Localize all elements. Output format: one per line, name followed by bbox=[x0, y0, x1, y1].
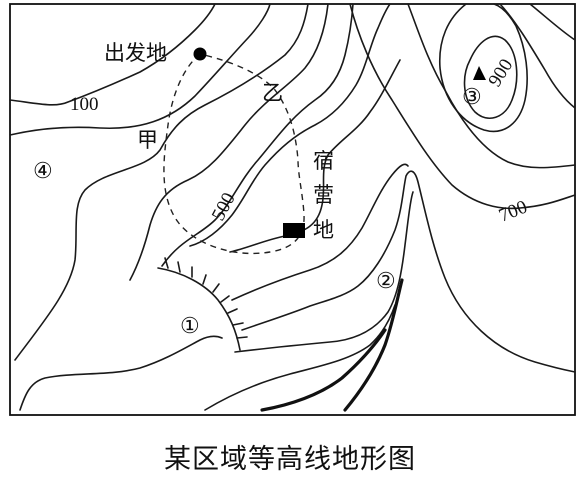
contour-g bbox=[241, 170, 576, 373]
map-frame bbox=[9, 3, 576, 416]
contour-700 bbox=[349, 3, 576, 210]
river bbox=[343, 278, 404, 412]
cliff bbox=[157, 257, 248, 351]
contour-n bbox=[529, 3, 576, 41]
marker-2: ② bbox=[376, 269, 396, 294]
contour-d bbox=[161, 3, 354, 267]
jia-label: 甲 bbox=[137, 128, 158, 152]
contour-f bbox=[231, 163, 409, 301]
contour-b bbox=[14, 3, 309, 361]
marker-3: ③ bbox=[462, 85, 482, 110]
contour-l bbox=[438, 3, 528, 133]
peak-marker bbox=[473, 66, 486, 80]
map-title: 某区域等高线地形图 bbox=[164, 444, 416, 475]
value-100: 100 bbox=[70, 94, 99, 115]
camp-label-2: 营 bbox=[313, 183, 334, 207]
contour-k bbox=[407, 3, 576, 169]
value-900: 900 bbox=[484, 55, 517, 90]
route-path bbox=[163, 53, 305, 255]
value-500: 500 bbox=[208, 189, 240, 224]
value-700: 700 bbox=[496, 196, 530, 226]
contour-900 bbox=[463, 35, 518, 120]
marker-4: ④ bbox=[33, 159, 53, 184]
start-label: 出发地 bbox=[104, 41, 167, 65]
contour-j bbox=[204, 304, 396, 411]
contour-h bbox=[234, 191, 414, 353]
yi-label: 乙 bbox=[262, 81, 283, 105]
contour-m bbox=[499, 3, 576, 109]
camp-marker bbox=[283, 223, 305, 238]
contour-c bbox=[129, 3, 329, 281]
contour-a bbox=[9, 3, 271, 136]
contour-500 bbox=[189, 3, 391, 247]
camp-label-1: 宿 bbox=[313, 149, 334, 173]
start-point bbox=[193, 47, 207, 61]
camp-label-3: 地 bbox=[313, 218, 334, 242]
marker-1: ① bbox=[180, 314, 200, 339]
contour-100 bbox=[9, 3, 216, 106]
river-lower bbox=[260, 328, 387, 412]
contour-lines bbox=[9, 3, 576, 411]
contour-e bbox=[229, 59, 401, 253]
contour-i bbox=[19, 335, 223, 411]
